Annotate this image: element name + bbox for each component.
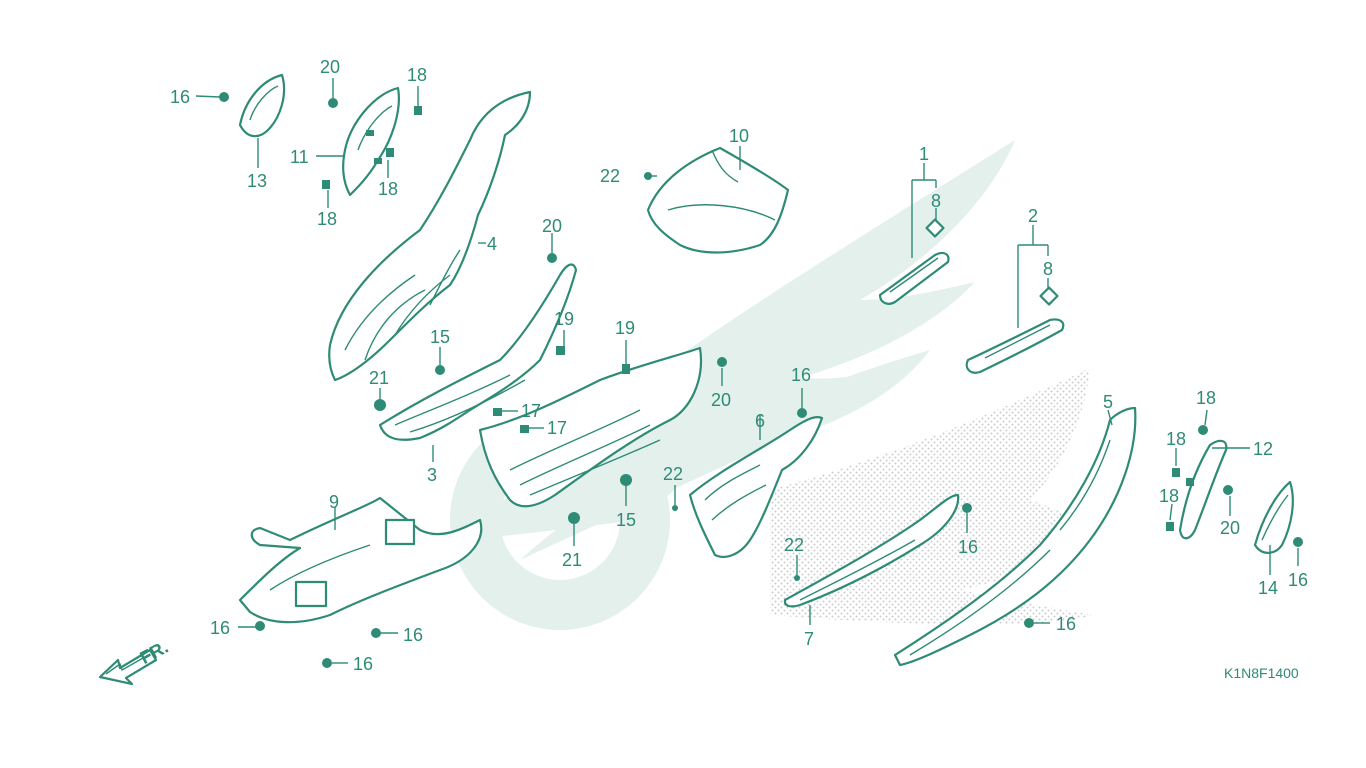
callout-4: 4	[487, 234, 497, 254]
callout-12: 12	[1253, 439, 1273, 459]
callout-16: 16	[1288, 570, 1308, 590]
part-5	[893, 406, 1137, 667]
callout-9: 9	[329, 492, 339, 512]
floor-center-panel	[478, 346, 703, 508]
callout-18: 18	[1166, 429, 1186, 449]
callout-18: 18	[378, 179, 398, 199]
watermark-dots	[770, 368, 1095, 625]
part-4	[328, 90, 532, 382]
part-2	[965, 318, 1065, 374]
callout-20: 20	[542, 216, 562, 236]
leader-lines	[195, 78, 1299, 664]
part-12	[1178, 439, 1228, 540]
callout-13: 13	[247, 171, 267, 191]
part-9	[238, 496, 483, 624]
callout-17: 17	[547, 418, 567, 438]
callout-16: 16	[353, 654, 373, 674]
callout-18: 18	[1196, 388, 1216, 408]
part-13	[238, 73, 286, 138]
callout-21: 21	[562, 550, 582, 570]
part-7	[783, 493, 960, 608]
callouts: 16 13 20 18 11 18 18 4 20 22 10 15 19 19…	[170, 57, 1308, 674]
callout-11: 11	[290, 147, 309, 167]
callout-8: 8	[1043, 259, 1053, 279]
callout-22: 22	[600, 166, 620, 186]
part-14	[1253, 480, 1294, 554]
callout-18: 18	[1159, 486, 1179, 506]
callout-15: 15	[616, 510, 636, 530]
callout-17: 17	[521, 401, 541, 421]
callout-14: 14	[1258, 578, 1278, 598]
part-10	[646, 146, 790, 254]
callout-19: 19	[554, 309, 574, 329]
diagram-code: K1N8F1400	[1224, 665, 1299, 681]
part-8-pad-b	[1039, 286, 1059, 306]
front-direction-arrow-icon: FR.	[98, 637, 172, 686]
callout-21: 21	[369, 368, 389, 388]
callout-7: 7	[804, 629, 814, 649]
callout-18: 18	[407, 65, 427, 85]
callout-10: 10	[729, 126, 749, 146]
callout-18: 18	[317, 209, 337, 229]
fasteners	[219, 92, 1303, 668]
callout-5: 5	[1103, 392, 1113, 412]
part-1	[878, 251, 950, 305]
callout-8: 8	[931, 191, 941, 211]
part-3	[378, 263, 578, 441]
callout-22: 22	[784, 535, 804, 555]
callout-3: 3	[427, 465, 437, 485]
callout-16: 16	[170, 87, 190, 107]
callout-22: 22	[663, 464, 683, 484]
callout-16: 16	[1056, 614, 1076, 634]
callout-20: 20	[1220, 518, 1240, 538]
callout-16: 16	[958, 537, 978, 557]
part-6	[688, 416, 824, 558]
callout-15: 15	[430, 327, 450, 347]
part-11	[342, 86, 400, 197]
callout-16: 16	[210, 618, 230, 638]
part-8-pad-a	[925, 218, 945, 238]
callout-16: 16	[791, 365, 811, 385]
callout-16: 16	[403, 625, 423, 645]
callout-20: 20	[320, 57, 340, 77]
callout-2: 2	[1028, 206, 1038, 226]
callout-1: 1	[919, 144, 929, 164]
callout-19: 19	[615, 318, 635, 338]
callout-20: 20	[711, 390, 731, 410]
callout-6: 6	[755, 411, 765, 431]
